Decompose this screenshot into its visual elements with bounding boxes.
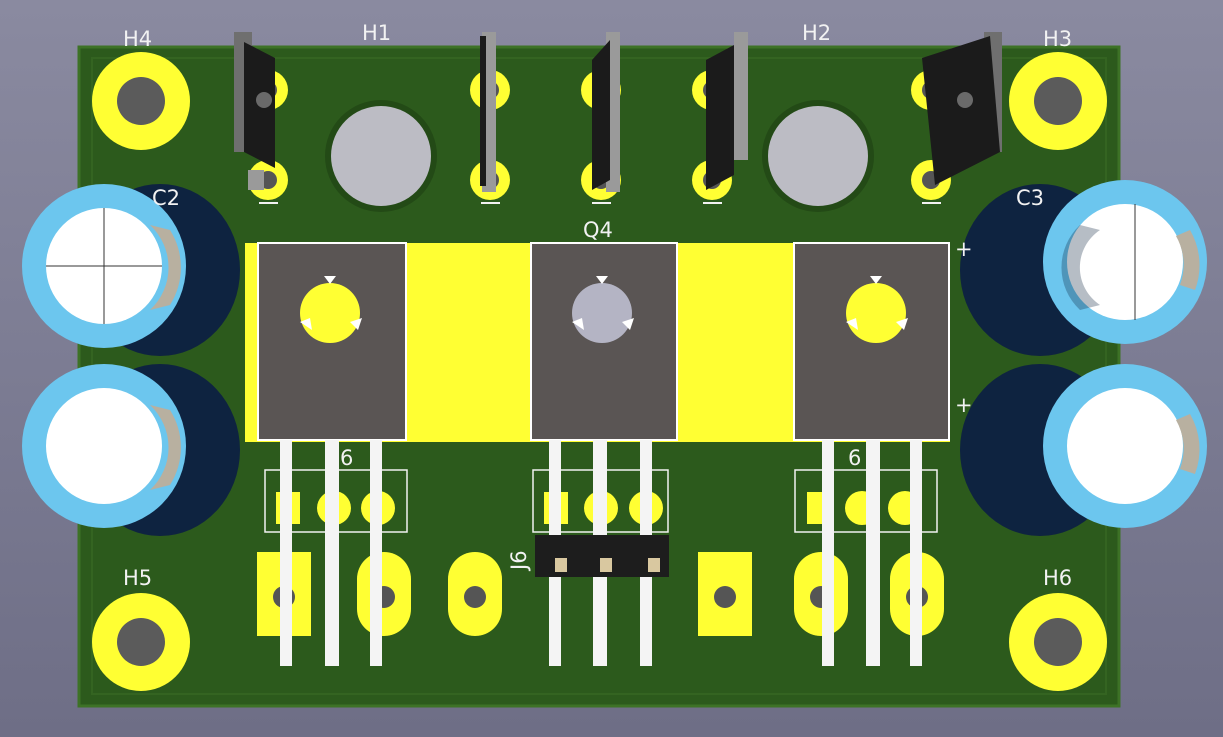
resistor-r3 — [706, 32, 748, 190]
large-hole-h1 — [325, 100, 437, 212]
mounting-hole-h3 — [1009, 52, 1107, 150]
polarity-mark-1: + — [955, 237, 973, 261]
label-h6: H6 — [1043, 566, 1072, 590]
large-hole-h2 — [762, 100, 874, 212]
capacitor-c3 — [960, 180, 1207, 356]
label-h4: H4 — [123, 27, 152, 51]
label-h5: H5 — [123, 566, 152, 590]
label-h1: H1 — [362, 21, 391, 45]
diode-d2 — [922, 32, 1002, 185]
resistor-r1 — [480, 32, 496, 192]
transistor-left — [257, 242, 407, 441]
diode-d1 — [234, 32, 275, 190]
transistor-q4 — [530, 242, 678, 441]
label-c3: C3 — [1016, 186, 1044, 210]
mounting-hole-h6 — [1009, 593, 1107, 691]
label-partial-right: 6 — [848, 446, 861, 470]
resistor-r2 — [592, 32, 620, 192]
label-j6: J6 — [507, 550, 531, 572]
transistor-right — [793, 242, 950, 441]
label-c2: C2 — [152, 186, 180, 210]
mounting-hole-h5 — [92, 593, 190, 691]
polarity-mark-2: + — [955, 393, 973, 417]
transistor-leads — [280, 440, 922, 666]
label-h2: H2 — [802, 21, 831, 45]
connector-j6 — [535, 535, 669, 577]
capacitor-c2 — [22, 184, 240, 356]
label-h3: H3 — [1043, 27, 1072, 51]
capacitor-c3-b — [960, 364, 1207, 536]
label-q4: Q4 — [583, 218, 613, 242]
capacitor-c2-b — [22, 364, 240, 536]
label-partial-left: 6 — [340, 446, 353, 470]
mounting-hole-h4 — [92, 52, 190, 150]
